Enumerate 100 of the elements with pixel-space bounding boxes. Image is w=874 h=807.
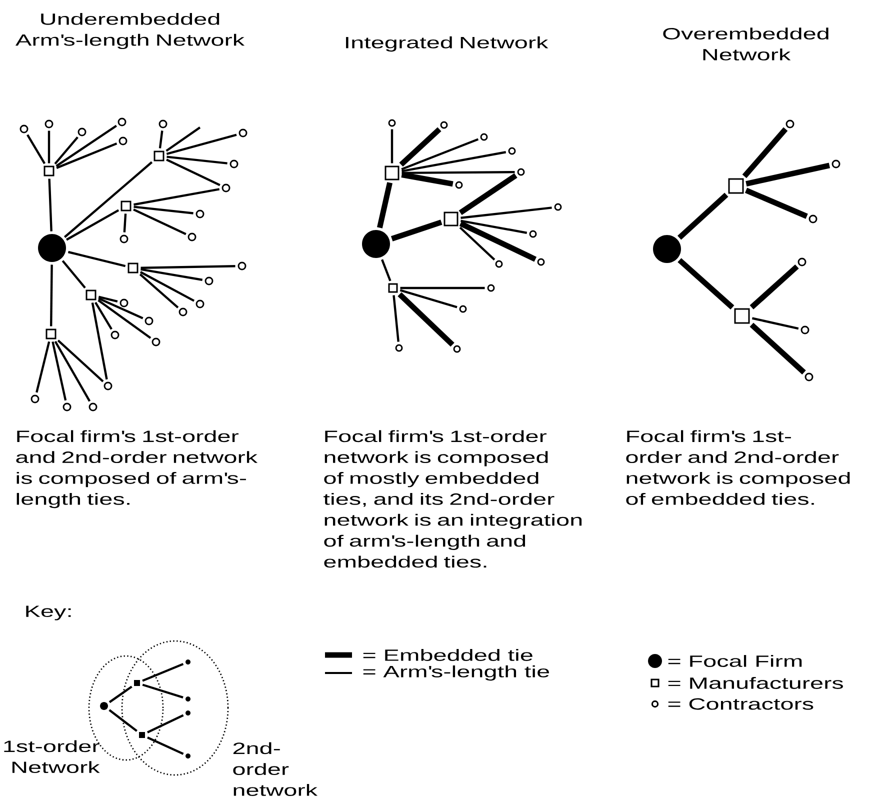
contractor-circle <box>238 262 246 270</box>
legend-text: = Embedded tie <box>363 649 532 661</box>
contractor-circle <box>144 316 154 326</box>
contractor-circle <box>832 160 840 168</box>
embedded-tie-line <box>750 264 799 310</box>
manufacturer-square <box>128 262 138 274</box>
focal-firm-dot <box>362 230 390 258</box>
tie-line <box>64 161 153 238</box>
embedded-tie-line <box>459 221 537 262</box>
tie-line <box>52 341 67 401</box>
embedded-tie-line <box>458 173 518 216</box>
tie-line <box>381 259 392 282</box>
tie-line <box>91 302 108 380</box>
tie-line <box>62 260 86 289</box>
contractor-circle <box>110 330 120 340</box>
key-heading: Key: <box>26 606 71 620</box>
tie-line <box>68 250 126 268</box>
legend-text: = Contractors <box>668 698 814 710</box>
tie-line <box>402 170 515 174</box>
tie-line <box>142 684 184 698</box>
manufacturer-square <box>734 308 750 324</box>
contractor-circle <box>120 234 128 244</box>
tie-line <box>142 662 184 682</box>
legend-text: = Focal Firm <box>668 655 802 667</box>
legend-text: = Arm's-length tie <box>363 665 549 681</box>
contractor-circle <box>30 394 40 404</box>
embedded-tie-line <box>746 162 830 186</box>
description-text: Focal firm's 1st-order and 2nd-order network is composed of arm's-length ties. <box>16 430 258 508</box>
tie-line <box>50 264 53 326</box>
tie-line <box>123 214 127 232</box>
tie-line <box>400 286 485 290</box>
contractor-circle <box>196 210 204 218</box>
contractor-circle <box>158 120 168 128</box>
manufacturer-square <box>86 290 96 300</box>
contractor-circle <box>62 402 72 412</box>
tie-line <box>140 268 203 281</box>
tie-line <box>108 709 138 732</box>
embedded-tie-line <box>744 188 808 219</box>
focal-firm-dot <box>38 234 66 262</box>
manufacturer-square <box>134 680 140 686</box>
panel-title: Overembedded Network <box>663 28 828 60</box>
tie-line <box>133 208 186 236</box>
embedded-tie-line <box>390 220 442 242</box>
tie-line <box>401 138 479 170</box>
manufacturer-square <box>120 200 132 212</box>
description-text: Focal firm's 1st-order network is composed of mostly embedded ties, and its 2nd-order network is an integration of arm's-length and embedded ties. <box>324 430 582 568</box>
tie-line <box>48 178 52 232</box>
contractor-circle <box>800 326 810 334</box>
tie-line <box>56 142 118 169</box>
tie-line <box>56 124 118 167</box>
manufacturer-square <box>444 212 458 226</box>
tie-line <box>108 686 132 704</box>
manufacturer-square <box>44 166 54 176</box>
manufacturer-square <box>728 178 744 194</box>
tie-line <box>66 209 120 241</box>
tie-line <box>98 297 144 320</box>
tie-line <box>752 317 799 330</box>
tie-line <box>134 206 194 214</box>
contractor-circle <box>222 184 230 192</box>
contractor-circle <box>230 160 238 168</box>
contractor-circle <box>188 232 196 242</box>
embedded-tie-line <box>742 127 788 178</box>
contractor-circle <box>118 136 128 146</box>
tie-line <box>146 714 184 734</box>
ellipse-label: 2nd-order network <box>233 742 318 796</box>
tie-line <box>54 340 91 402</box>
contractor-circle <box>178 308 188 316</box>
contractor-circle <box>152 338 160 346</box>
tie-line <box>166 158 220 186</box>
tie-line <box>140 271 195 302</box>
tie-line <box>98 299 152 339</box>
contractor-circle <box>238 128 248 138</box>
tie-line <box>166 134 237 155</box>
embedded-tie-line <box>377 182 392 228</box>
contractor-circle <box>798 258 806 266</box>
manufacturer-square <box>154 150 164 162</box>
manufacturer-square <box>384 166 400 180</box>
tie-line <box>36 341 50 393</box>
tie-line <box>134 188 220 206</box>
embedded-tie-line <box>401 172 454 187</box>
contractor-circle <box>808 214 818 224</box>
manufacturer-square <box>388 283 398 293</box>
tie-line <box>459 226 496 261</box>
tie-line <box>158 130 164 148</box>
manufacturer-square <box>46 328 56 340</box>
tie-line <box>48 130 50 164</box>
contractor-circle <box>88 402 98 412</box>
panel-title: Integrated Network <box>346 36 548 52</box>
contractor-circle <box>78 128 86 136</box>
tie-line <box>139 273 179 308</box>
tie-line <box>166 156 228 164</box>
tie-line <box>140 265 236 269</box>
tie-line <box>147 736 184 755</box>
contractor-circle <box>204 276 214 286</box>
contractor-circle <box>196 300 204 308</box>
tie-line <box>98 296 118 302</box>
tie-line <box>94 302 112 330</box>
manufacturer-square <box>139 732 145 738</box>
embedded-tie-line <box>399 127 442 167</box>
tie-line <box>392 295 400 342</box>
